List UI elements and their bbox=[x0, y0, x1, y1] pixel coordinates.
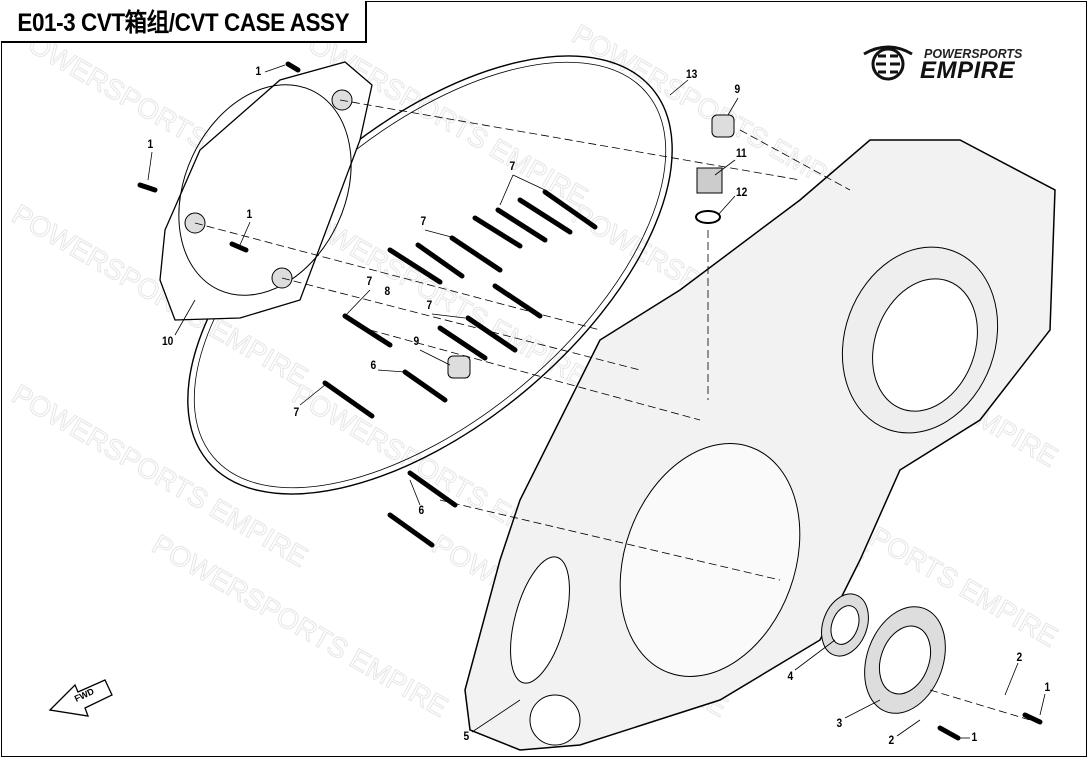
bolts bbox=[137, 61, 1043, 741]
callout-6: 6 bbox=[418, 503, 425, 517]
fwd-arrow-icon bbox=[48, 679, 113, 717]
callout-7: 7 bbox=[366, 274, 373, 288]
callout-7: 7 bbox=[420, 214, 427, 228]
callout-5: 5 bbox=[463, 729, 470, 743]
callout-12: 12 bbox=[736, 185, 748, 199]
logo-line2: EMPIRE bbox=[920, 57, 1016, 84]
callout-1: 1 bbox=[147, 137, 154, 151]
callout-1: 1 bbox=[246, 207, 253, 221]
brand-logo: POWERSPORTS EMPIRE bbox=[860, 40, 1060, 85]
callout-4: 4 bbox=[787, 669, 794, 683]
callout-11: 11 bbox=[735, 146, 747, 160]
callout-8: 8 bbox=[384, 284, 391, 298]
callout-3: 3 bbox=[836, 716, 843, 730]
callout-2: 2 bbox=[1016, 650, 1023, 664]
callout-1: 1 bbox=[1044, 680, 1051, 694]
callout-7: 7 bbox=[509, 159, 516, 173]
callout-13: 13 bbox=[686, 67, 698, 81]
callout-leaders bbox=[147, 64, 1046, 739]
logo-line1: POWERSPORTS bbox=[924, 47, 1023, 61]
callout-6: 6 bbox=[370, 358, 377, 372]
callout-2: 2 bbox=[888, 733, 895, 747]
callout-7: 7 bbox=[426, 298, 433, 312]
callout-1: 1 bbox=[971, 730, 978, 744]
title-box: E01-3 CVT箱组/CVT CASE ASSY bbox=[1, 1, 367, 43]
callout-10: 10 bbox=[162, 334, 174, 348]
callout-9: 9 bbox=[734, 82, 741, 96]
cvt-case-5 bbox=[464, 139, 1056, 751]
callout-9: 9 bbox=[413, 334, 420, 348]
page-title: E01-3 CVT箱组/CVT CASE ASSY bbox=[17, 9, 349, 37]
callout-1: 1 bbox=[255, 64, 262, 78]
callout-7: 7 bbox=[293, 405, 300, 419]
empire-wings-icon bbox=[863, 45, 913, 81]
cover-10 bbox=[159, 61, 373, 321]
